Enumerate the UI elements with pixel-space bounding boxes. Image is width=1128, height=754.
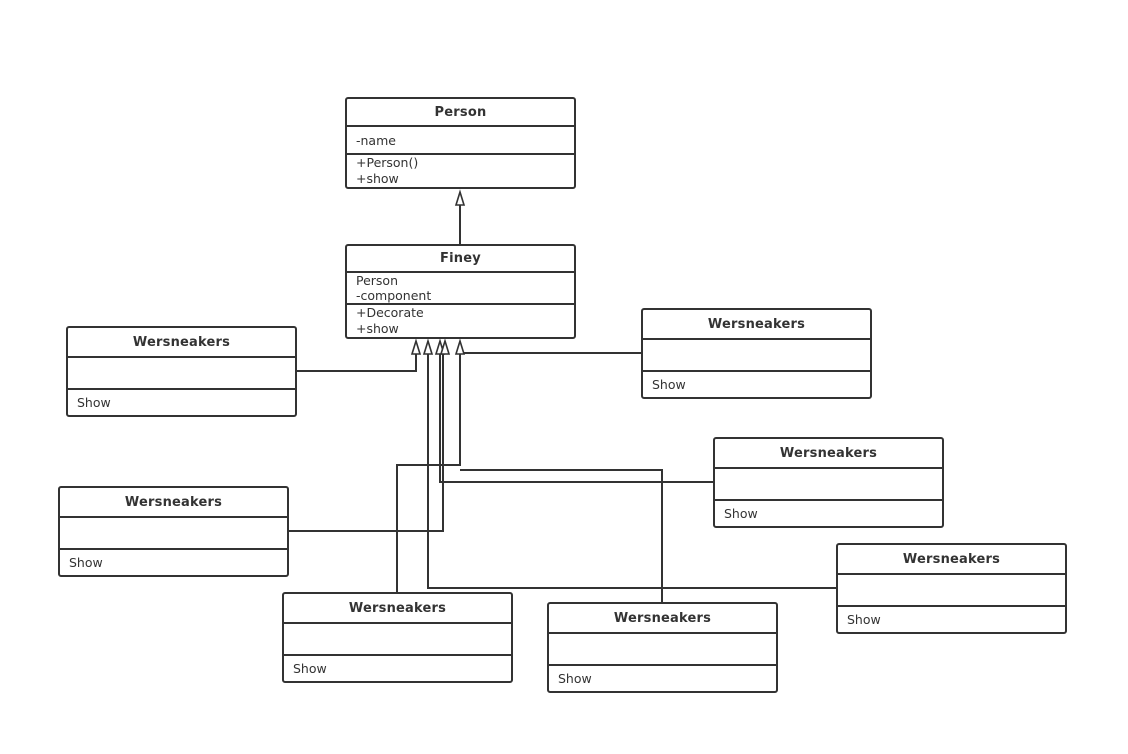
class-name: Wersneakers xyxy=(549,604,776,634)
edge-ws6-to-finey xyxy=(460,469,663,602)
generalization-arrowhead xyxy=(439,338,451,355)
edge-ws3-to-finey xyxy=(288,354,444,532)
generalization-arrowhead xyxy=(454,189,466,206)
class-attributes xyxy=(60,518,287,550)
class-operations: Show xyxy=(549,666,776,691)
class-wersneakers[interactable]: Wersneakers Show xyxy=(641,308,872,399)
operation: Show xyxy=(77,394,111,410)
class-operations: Show xyxy=(60,550,287,575)
class-attributes xyxy=(643,340,870,372)
operation: Show xyxy=(69,554,103,570)
class-operations: Show xyxy=(68,390,295,415)
class-attributes xyxy=(284,624,511,656)
class-wersneakers[interactable]: Wersneakers Show xyxy=(58,486,289,577)
edge-ws4-to-finey xyxy=(439,354,713,483)
generalization-arrowhead xyxy=(410,338,422,355)
edge-ws7-to-finey xyxy=(427,354,836,589)
class-name: Person xyxy=(347,99,574,127)
class-attributes xyxy=(715,469,942,501)
operation: Show xyxy=(558,670,592,686)
operation: +show xyxy=(356,321,399,336)
class-attributes xyxy=(68,358,295,390)
operation: +show xyxy=(356,171,399,186)
class-name: Finey xyxy=(347,246,574,273)
class-name: Wersneakers xyxy=(68,328,295,358)
edge-ws1-to-finey xyxy=(296,354,417,372)
class-name: Wersneakers xyxy=(284,594,511,624)
class-person[interactable]: Person -name +Person() +show xyxy=(345,97,576,189)
operation: Show xyxy=(293,660,327,676)
class-finey[interactable]: Finey Person -component +Decorate +show xyxy=(345,244,576,339)
class-name: Wersneakers xyxy=(715,439,942,469)
class-operations: +Decorate +show xyxy=(347,305,574,337)
class-wersneakers[interactable]: Wersneakers Show xyxy=(713,437,944,528)
attribute: -component xyxy=(356,288,432,303)
generalization-arrowhead xyxy=(422,338,434,355)
class-name: Wersneakers xyxy=(838,545,1065,575)
class-wersneakers[interactable]: Wersneakers Show xyxy=(547,602,778,693)
class-name: Wersneakers xyxy=(60,488,287,518)
operation: Show xyxy=(652,376,686,392)
class-wersneakers[interactable]: Wersneakers Show xyxy=(282,592,513,683)
class-attributes: Person -component xyxy=(347,273,574,305)
attribute: -name xyxy=(356,132,396,148)
class-name: Wersneakers xyxy=(643,310,870,340)
class-operations: Show xyxy=(715,501,942,526)
attribute: Person xyxy=(356,273,399,288)
operation: +Decorate xyxy=(356,305,424,320)
generalization-arrowhead xyxy=(454,338,466,355)
operation: Show xyxy=(724,505,758,521)
class-attributes: -name xyxy=(347,127,574,155)
class-operations: +Person() +show xyxy=(347,155,574,187)
class-operations: Show xyxy=(643,372,870,397)
class-wersneakers[interactable]: Wersneakers Show xyxy=(836,543,1067,634)
class-attributes xyxy=(549,634,776,666)
class-wersneakers[interactable]: Wersneakers Show xyxy=(66,326,297,417)
operation: Show xyxy=(847,611,881,627)
class-operations: Show xyxy=(838,607,1065,632)
operation: +Person() xyxy=(356,155,419,170)
class-operations: Show xyxy=(284,656,511,681)
class-attributes xyxy=(838,575,1065,607)
